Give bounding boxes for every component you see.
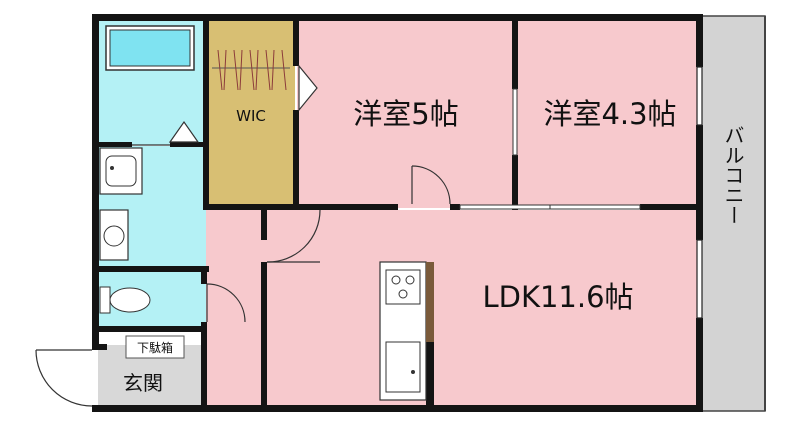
wic-floor — [208, 20, 295, 206]
shoe-cabinet-label: 下駄箱 — [137, 340, 173, 355]
wic-label: WIC — [236, 107, 266, 125]
toilet-icon — [99, 286, 151, 314]
balcony-area — [699, 15, 766, 412]
wic-door — [298, 64, 318, 112]
stove-icon — [385, 269, 421, 305]
western-room-5-label: 洋室5帖 — [353, 97, 458, 131]
entrance-label: 玄関 — [123, 371, 163, 395]
ldk-label: LDK11.6帖 — [482, 280, 633, 314]
balcony-label: バルコニー — [721, 125, 745, 225]
washing-machine-icon — [99, 209, 129, 261]
hallway-floor — [205, 210, 265, 407]
western-room-4-3-floor — [517, 20, 700, 208]
room-partition-door — [512, 88, 518, 156]
closet-hangers — [212, 49, 290, 91]
doors — [35, 144, 451, 407]
western-room-5-floor — [297, 20, 515, 208]
washbasin-icon — [99, 147, 143, 195]
sliding-door — [459, 204, 641, 210]
bath-door-mark — [168, 120, 200, 143]
balcony-windows — [696, 66, 703, 319]
shoe-cabinet — [125, 335, 185, 359]
ldk-floor — [263, 210, 700, 407]
western-room-4-3-label: 洋室4.3帖 — [543, 97, 676, 131]
sink-icon — [385, 341, 421, 393]
bathtub-icon — [105, 25, 195, 71]
